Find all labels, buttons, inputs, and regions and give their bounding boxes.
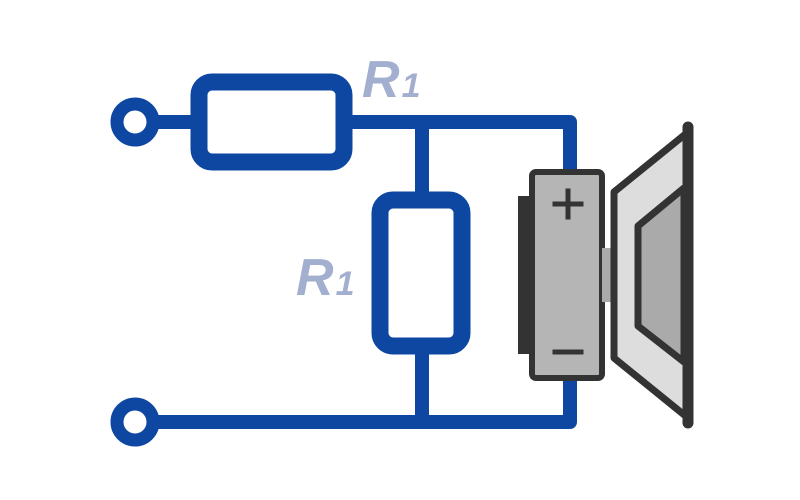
input-terminal-top — [110, 97, 160, 147]
speaker-icon — [518, 121, 694, 429]
wires — [141, 115, 577, 429]
label-r-series-sub: 1 — [402, 67, 421, 105]
label-r-shunt-sub: 1 — [336, 265, 355, 303]
label-r-shunt-main: R — [296, 249, 334, 307]
resistor-series — [190, 73, 353, 171]
wire-top-to-speaker — [335, 115, 577, 183]
wire-bottom-return — [141, 371, 577, 429]
resistor-shunt — [371, 191, 471, 355]
plus-sign-icon — [552, 188, 584, 220]
label-r-series-main: R — [362, 51, 400, 109]
label-r-series: R1 — [362, 51, 420, 109]
label-r-shunt: R1 — [296, 249, 354, 307]
input-terminal-bottom — [110, 397, 160, 447]
